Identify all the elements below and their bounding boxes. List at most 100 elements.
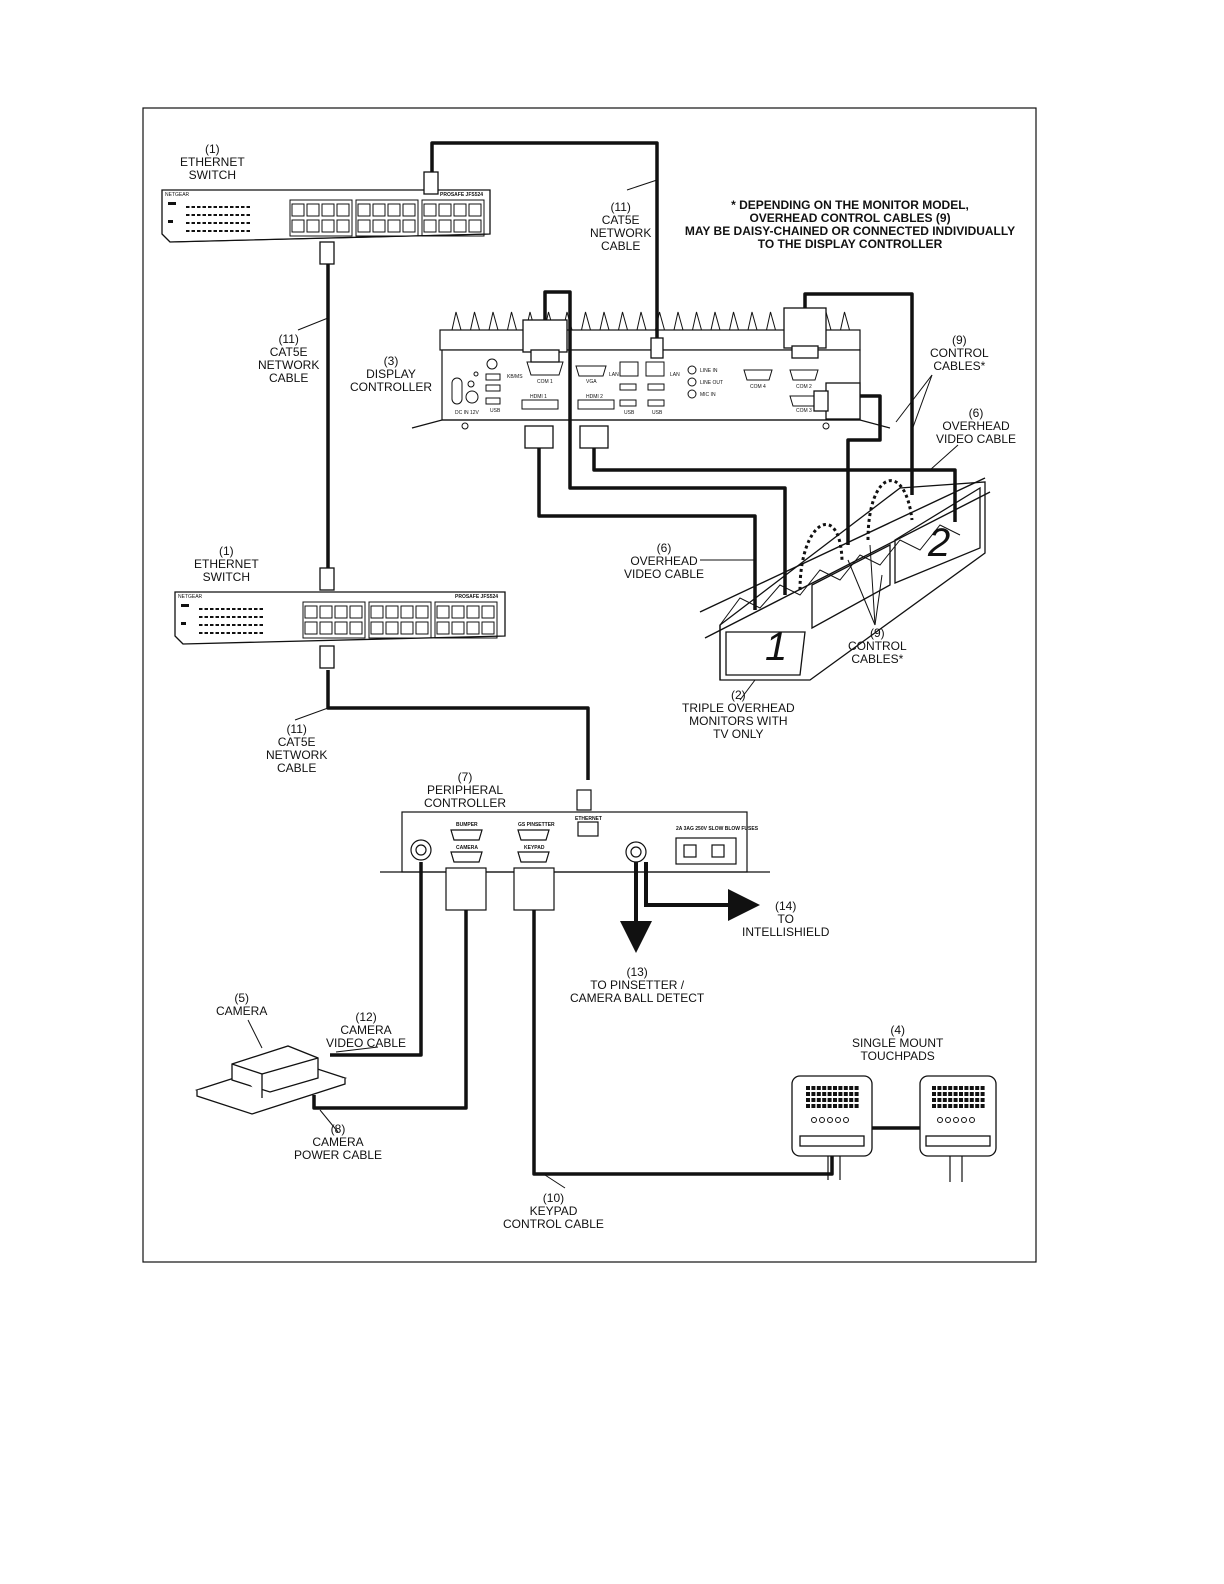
heatsink-fin [470, 311, 480, 331]
switch-led [221, 624, 225, 626]
switch-led [226, 624, 230, 626]
diagram-border [142, 107, 1037, 1263]
switch-led [241, 206, 245, 208]
label-line: INTELLISHIELD [742, 925, 830, 939]
label-touchpads: (4) SINGLE MOUNT TOUCHPADS [852, 1024, 943, 1063]
port-group [434, 601, 498, 639]
switch-port [481, 605, 495, 619]
switch-port [370, 621, 384, 635]
switch-led [226, 616, 230, 618]
heatsink-fin [766, 311, 776, 331]
switch-led [199, 632, 203, 634]
switch-led [213, 206, 217, 208]
switch-led [219, 206, 223, 208]
label-line: (1) [219, 544, 234, 558]
label-line: SWITCH [202, 570, 250, 584]
label-control-cables-top: (9) CONTROL CABLES* [930, 334, 989, 373]
keypad-key [827, 1104, 832, 1108]
keypad-key [953, 1104, 958, 1108]
switch-led [213, 222, 217, 224]
switch-led [254, 624, 258, 626]
display-controller-plugs [522, 307, 861, 449]
switch-led [219, 214, 223, 216]
label-control-cables-middle: (9) CONTROL CABLES* [848, 627, 907, 666]
switch-led [232, 624, 236, 626]
switch-led [208, 230, 212, 232]
switch-power-led [168, 202, 176, 205]
dc-port-dc-in: DC IN 12V [455, 410, 480, 416]
switch-port [336, 219, 350, 233]
keypad-key [969, 1086, 974, 1090]
label-ethernet-switch-top: (1) ETHERNET SWITCH [180, 143, 245, 182]
label-display-controller: (3) DISPLAY CONTROLLER [350, 355, 432, 394]
switch-led [208, 222, 212, 224]
label-cat5e-top: (11) CAT5E NETWORK CABLE [590, 201, 651, 253]
label-line: (10) [542, 1191, 565, 1205]
keypad-key [953, 1092, 958, 1096]
dc-port-hdmi2: HDMI 2 [586, 394, 603, 400]
dc-port-lan1: LAN [609, 372, 619, 378]
heatsink-fin [636, 311, 647, 331]
label-line: CONTROLLER [350, 380, 433, 394]
label-line: (11) [278, 332, 299, 346]
switch-port [306, 203, 320, 217]
dc-port-line-in: LINE IN [700, 368, 718, 374]
monitor-number-2: 2 [927, 521, 950, 565]
switch-led [221, 632, 225, 634]
keypad-key [964, 1086, 969, 1090]
heatsink-fin [692, 311, 702, 331]
label-line: (9) [870, 626, 885, 640]
label-line: CABLES* [933, 359, 986, 373]
label-line: VIDEO CABLE [936, 432, 1017, 446]
label-line: (11) [286, 722, 307, 736]
keypad-key [948, 1104, 953, 1108]
leader-lines [247, 179, 959, 1189]
label-line: (2) [731, 688, 746, 702]
label-to-pinsetter: (13) TO PINSETTER / CAMERA BALL DETECT [570, 966, 704, 1005]
switch-led [254, 608, 258, 610]
label-camera: (5) CAMERA [216, 992, 267, 1018]
keypad-key [953, 1098, 958, 1102]
switch-port [385, 605, 399, 619]
keypad-key [822, 1098, 827, 1102]
label-peripheral-controller: (7) PERIPHERAL CONTROLLER [424, 771, 506, 810]
camera-device [194, 1045, 348, 1115]
switch-led [204, 624, 208, 626]
switch-led [259, 608, 263, 610]
label-line: (7) [457, 770, 473, 784]
keypad-key [838, 1092, 843, 1096]
switch-led [219, 222, 223, 224]
switch-led [254, 632, 258, 634]
label-line: (8) [330, 1122, 346, 1136]
keypad-key [937, 1092, 942, 1096]
switch-led [199, 608, 203, 610]
keypad-key [854, 1092, 859, 1096]
heatsink-fin [488, 311, 499, 331]
switch-led [235, 206, 239, 208]
label-line: VIDEO CABLE [326, 1036, 407, 1050]
port-group [421, 199, 485, 237]
switch-led [204, 632, 208, 634]
dc-port-usb2: USB [624, 410, 635, 416]
switch-led [241, 230, 245, 232]
switch-led [235, 214, 239, 216]
keypad-key [833, 1092, 837, 1096]
switch-led [204, 616, 208, 618]
label-line: CABLE [276, 761, 317, 775]
heatsink-fin [747, 311, 758, 331]
dc-port-lan2: LAN [670, 372, 680, 378]
heatsink-fin [673, 311, 684, 331]
switch-led [248, 616, 252, 618]
label-line: DISPLAY [366, 367, 416, 381]
switch-led [202, 222, 206, 224]
switch-led [213, 230, 217, 232]
label-line: TO PINSETTER / [590, 978, 685, 992]
label-line: (5) [234, 991, 249, 1005]
switch-led [232, 608, 236, 610]
switch-port [400, 605, 414, 619]
rj45-plugs [319, 171, 439, 669]
keypad-key [948, 1098, 953, 1102]
switch-led [232, 616, 236, 618]
switch-led [215, 632, 219, 634]
label-line: CONTROL [848, 639, 907, 653]
